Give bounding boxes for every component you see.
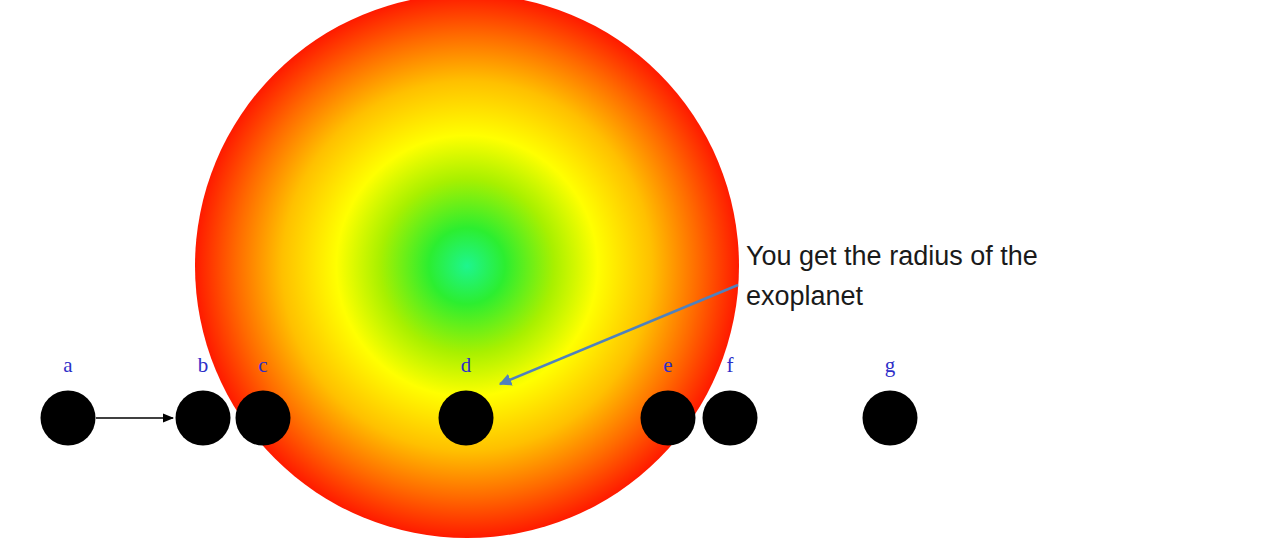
planet: g [862, 390, 918, 446]
planet-circle [41, 391, 96, 446]
planet: a [40, 390, 96, 446]
callout-text: You get the radius of the exoplanet [746, 236, 1064, 316]
leader-arrow [500, 285, 738, 384]
planet: b [175, 390, 231, 446]
planet-label: b [198, 353, 209, 377]
planet-label: e [663, 353, 672, 377]
planet-disc [862, 390, 918, 446]
planet: f [702, 390, 758, 446]
planet-circle [439, 391, 494, 446]
planet-label: a [63, 353, 72, 377]
planet-circle [641, 391, 696, 446]
planet-circle [863, 391, 918, 446]
planet-disc [235, 390, 291, 446]
planet: d [438, 390, 494, 446]
planet: c [235, 390, 291, 446]
star-disc [195, 0, 739, 538]
planet-circle [703, 391, 758, 446]
planet: e [640, 390, 696, 446]
planet-label: c [258, 353, 267, 377]
planet-disc [640, 390, 696, 446]
planet-label: g [885, 353, 896, 377]
planet-circle [176, 391, 231, 446]
planet-circle [236, 391, 291, 446]
planet-disc [175, 390, 231, 446]
motion-arrow [96, 417, 173, 419]
planet-label: d [461, 353, 472, 377]
planet-disc [40, 390, 96, 446]
planet-disc [702, 390, 758, 446]
planet-label: f [727, 353, 734, 377]
planet-disc [438, 390, 494, 446]
